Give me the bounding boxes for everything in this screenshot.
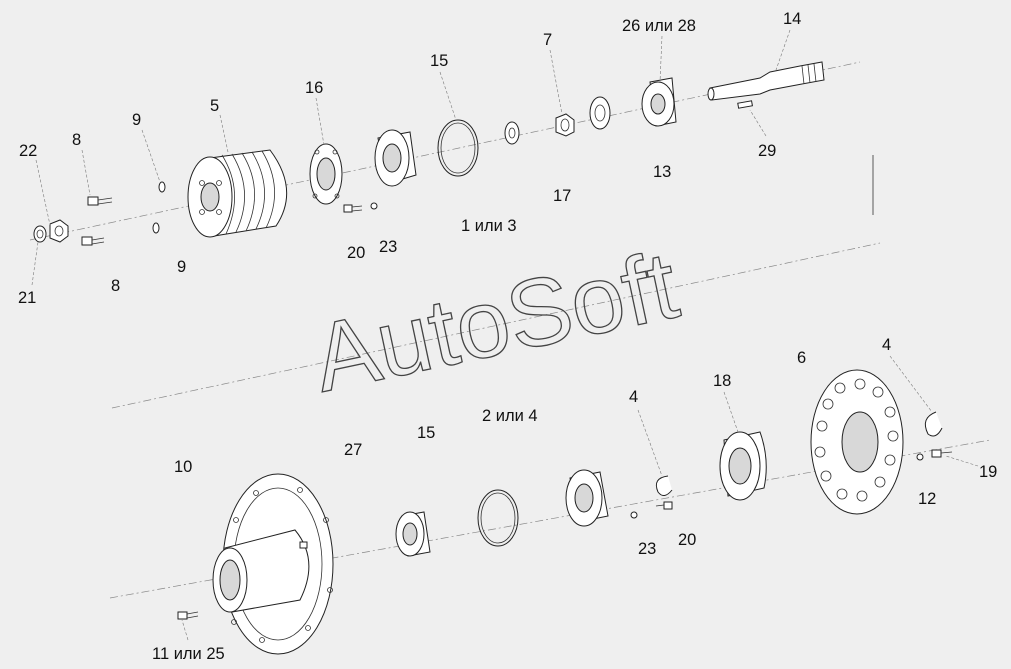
label-9-upper: 9	[132, 111, 141, 129]
leader-14	[775, 29, 791, 71]
leader-19	[945, 455, 979, 467]
label-15-upper: 15	[430, 52, 448, 70]
leader-4b	[889, 355, 933, 413]
leader-29	[749, 109, 767, 137]
part-22-nut	[49, 219, 69, 243]
part-16-hub	[309, 143, 343, 205]
leader-8a	[81, 149, 91, 196]
part-23-nut-top	[370, 202, 378, 210]
label-17: 17	[553, 187, 571, 205]
part-9-washer-upper	[158, 181, 166, 193]
leader-22	[35, 159, 51, 226]
part-14-shaft	[707, 61, 825, 101]
part-21-washer	[33, 225, 47, 243]
label-14: 14	[783, 10, 801, 28]
part-29-key	[737, 100, 753, 109]
label-21: 21	[18, 289, 36, 307]
label-4-right: 4	[882, 336, 891, 354]
label-29: 29	[758, 142, 776, 160]
leader-16	[315, 97, 325, 146]
part-bearing-housing-bottom	[565, 469, 609, 527]
leader-18	[723, 391, 739, 433]
part-6-disc	[810, 369, 904, 515]
middle-separator-line	[111, 242, 881, 409]
label-8-upper: 8	[72, 131, 81, 149]
label-5: 5	[210, 97, 219, 115]
part-4-circlip-left	[655, 475, 673, 496]
part-17-bearing-housing	[374, 129, 417, 187]
part-15-gasket-bottom-inner	[480, 492, 516, 544]
part-8-bolt-lower	[81, 236, 105, 246]
leader-11	[181, 619, 189, 641]
part-5-pulley	[187, 149, 288, 238]
label-20-lower: 20	[678, 531, 696, 549]
label-23-upper: 23	[379, 238, 397, 256]
part-10-housing	[212, 473, 334, 655]
part-12-washer	[916, 453, 924, 461]
label-13: 13	[653, 163, 671, 181]
part-13-bearing	[641, 77, 677, 127]
part-20-screw-top	[343, 204, 363, 213]
part-15-gasket-top	[437, 119, 479, 177]
part-11-or-25-bolt	[177, 611, 199, 620]
part-18-flange-hub	[719, 431, 767, 501]
label-23-lower: 23	[638, 540, 656, 558]
label-19: 19	[979, 463, 997, 481]
part-9-washer-lower	[152, 222, 160, 234]
part-4-circlip-right	[924, 411, 943, 437]
part-lock-washer	[589, 96, 611, 130]
part-spacer-ring	[504, 121, 520, 145]
label-11-or-25: 11 или 25	[152, 645, 225, 663]
label-12: 12	[918, 490, 936, 508]
label-4-left: 4	[629, 388, 638, 406]
label-10: 10	[174, 458, 192, 476]
part-15-gasket-bottom	[477, 489, 519, 547]
leader-26	[659, 35, 663, 83]
part-20-screw-bottom	[655, 501, 673, 510]
label-26-or-28: 26 или 28	[622, 17, 696, 35]
label-27: 27	[344, 441, 362, 459]
leader-5	[219, 114, 229, 153]
leader-4a	[637, 409, 663, 477]
leader-9a	[141, 129, 161, 183]
label-8-lower: 8	[111, 277, 120, 295]
leader-21	[31, 241, 39, 286]
label-20-upper: 20	[347, 244, 365, 262]
part-7-nut	[555, 113, 575, 137]
part-19-screw	[931, 449, 953, 458]
label-18: 18	[713, 372, 731, 390]
leader-7	[549, 49, 563, 115]
label-16: 16	[305, 79, 323, 97]
leader-15a	[439, 71, 457, 121]
part-8-bolt-upper	[87, 196, 113, 206]
label-15-lower: 15	[417, 424, 435, 442]
label-22: 22	[19, 142, 37, 160]
label-7: 7	[543, 31, 552, 49]
part-27-seal	[395, 511, 431, 557]
label-6: 6	[797, 349, 806, 367]
label-assembly-bottom: 2 или 4	[482, 407, 538, 425]
part-15-gasket-top-inner	[440, 122, 476, 174]
label-assembly-top: 1 или 3	[461, 217, 517, 235]
label-9-lower: 9	[177, 258, 186, 276]
part-23-nut-bottom	[630, 511, 638, 519]
